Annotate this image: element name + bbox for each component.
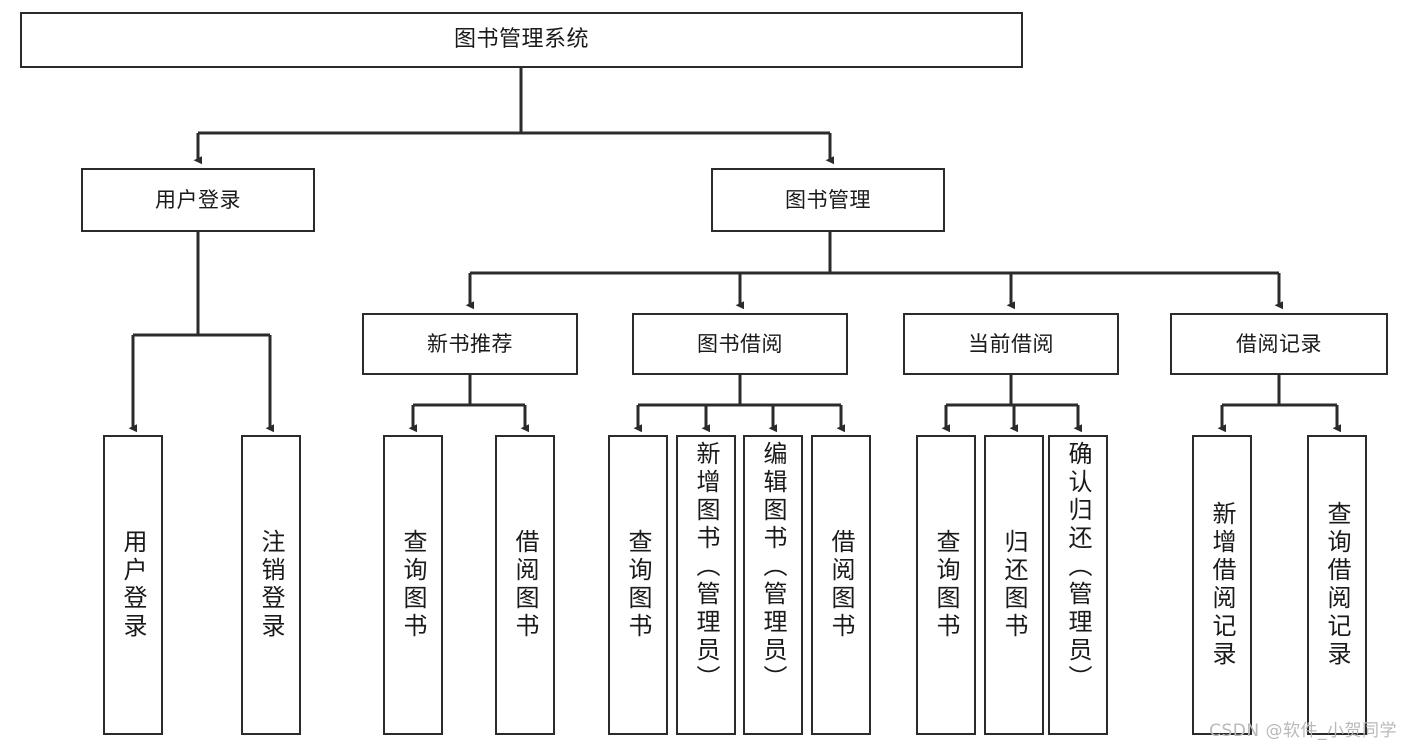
- node-borrow-record[interactable]: 借阅记录: [1170, 313, 1388, 375]
- node-label: 图书借阅: [697, 331, 783, 356]
- node-leaf-return-book[interactable]: 归还图书: [984, 435, 1044, 735]
- node-label: 当前借阅: [968, 331, 1054, 356]
- node-label: 借阅图书: [511, 529, 539, 641]
- node-label: 新增借阅记录: [1208, 501, 1236, 669]
- node-leaf-borrow-book[interactable]: 借阅图书: [811, 435, 871, 735]
- node-label: 新书推荐: [427, 331, 513, 356]
- node-label: 借阅记录: [1236, 331, 1322, 356]
- node-root-system[interactable]: 图书管理系统: [20, 12, 1023, 68]
- node-leaf-add-record[interactable]: 新增借阅记录: [1192, 435, 1252, 735]
- node-label: 查询图书: [399, 529, 427, 641]
- node-label: 新增图书（管理员）: [692, 441, 720, 693]
- node-leaf-edit-book[interactable]: 编辑图书（管理员）: [743, 435, 803, 735]
- node-leaf-user-login[interactable]: 用户登录: [103, 435, 163, 735]
- node-label: 注销登录: [257, 529, 285, 641]
- node-label: 借阅图书: [827, 529, 855, 641]
- node-label: 图书管理系统: [453, 27, 589, 53]
- node-label: 查询图书: [624, 529, 652, 641]
- node-leaf-query-book-current[interactable]: 查询图书: [916, 435, 976, 735]
- node-label: 用户登录: [119, 529, 147, 641]
- node-label: 确认归还（管理员）: [1064, 441, 1092, 693]
- node-leaf-query-book-recommend[interactable]: 查询图书: [383, 435, 443, 735]
- node-leaf-query-book-borrow[interactable]: 查询图书: [608, 435, 668, 735]
- node-leaf-add-book[interactable]: 新增图书（管理员）: [676, 435, 736, 735]
- node-current-borrow[interactable]: 当前借阅: [903, 313, 1119, 375]
- watermark-text: CSDN @软件_小贺同学: [1209, 721, 1397, 741]
- node-leaf-user-logout[interactable]: 注销登录: [241, 435, 301, 735]
- node-label: 查询借阅记录: [1323, 501, 1351, 669]
- node-leaf-borrow-book-recommend[interactable]: 借阅图书: [495, 435, 555, 735]
- node-label: 查询图书: [932, 529, 960, 641]
- node-new-book-recommend[interactable]: 新书推荐: [362, 313, 578, 375]
- node-leaf-query-record[interactable]: 查询借阅记录: [1307, 435, 1367, 735]
- node-book-manage[interactable]: 图书管理: [711, 168, 945, 232]
- node-label: 归还图书: [1000, 529, 1028, 641]
- node-leaf-confirm-return[interactable]: 确认归还（管理员）: [1048, 435, 1108, 735]
- node-label: 图书管理: [785, 187, 871, 212]
- node-user-login[interactable]: 用户登录: [81, 168, 315, 232]
- node-label: 编辑图书（管理员）: [759, 441, 787, 693]
- node-label: 用户登录: [155, 187, 241, 212]
- node-book-borrow[interactable]: 图书借阅: [632, 313, 848, 375]
